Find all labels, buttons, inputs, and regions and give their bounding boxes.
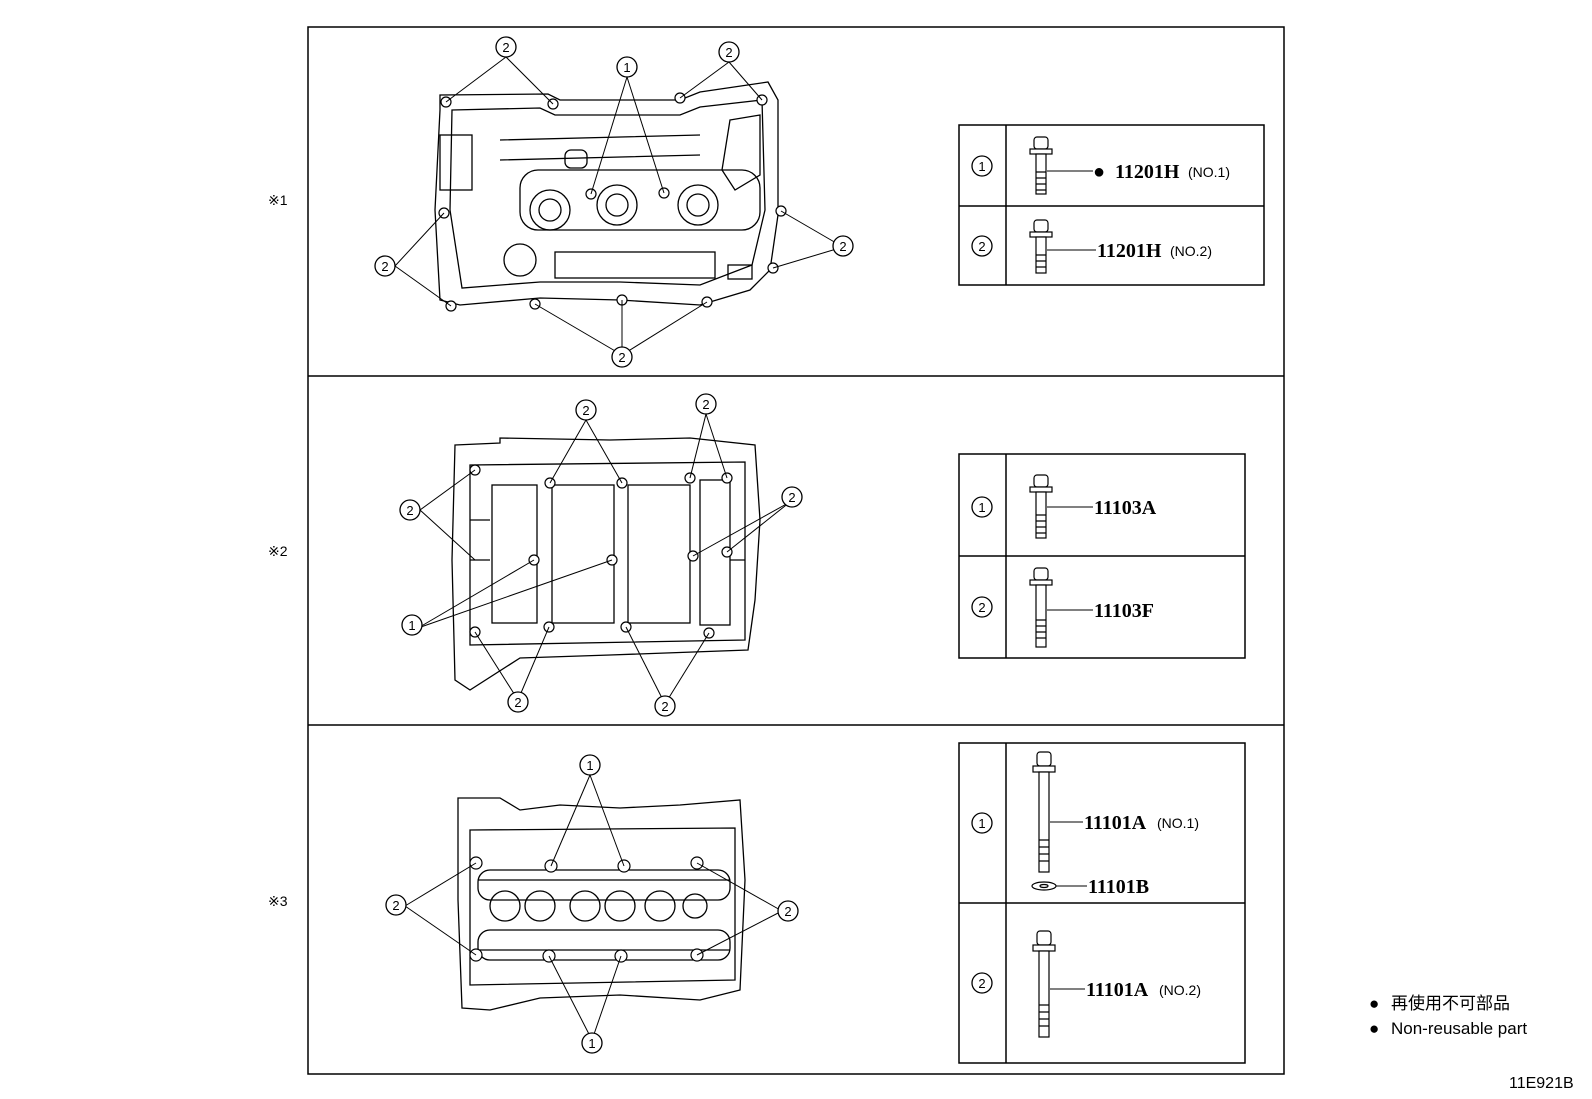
washer-icon — [1031, 881, 1057, 891]
callout-label: 2 — [784, 904, 791, 919]
row-callout: 1 — [978, 816, 985, 831]
cylinder-head-drawing — [457, 797, 746, 1011]
head-bolt-icon — [1032, 930, 1056, 1038]
flange-bolt-icon — [1029, 219, 1053, 274]
callout-label: 2 — [502, 40, 509, 55]
row-callout: 1 — [978, 159, 985, 174]
callout-label: 2 — [839, 239, 846, 254]
callout-label: 1 — [586, 758, 593, 773]
callout-label: 2 — [514, 695, 521, 710]
washer-part-number: 11101B — [1088, 876, 1149, 898]
part-suffix: (NO.1) — [1157, 815, 1199, 831]
callout-label: 1 — [408, 618, 415, 633]
part-suffix: (NO.1) — [1188, 164, 1230, 180]
non-reusable-dot: ● — [1093, 161, 1105, 183]
part-number: 11101A — [1086, 979, 1149, 1001]
table-3-row-1: 1 11101A (NO.1) 11101B — [971, 751, 1199, 898]
callouts-3: 1 2 2 1 — [385, 754, 799, 1054]
part-number: 11101A — [1084, 812, 1147, 834]
flange-bolt-icon — [1029, 567, 1053, 648]
leaders-2 — [417, 413, 791, 705]
row-callout: 2 — [978, 976, 985, 991]
callout-label: 2 — [406, 503, 413, 518]
cylinder-block-drawing — [451, 437, 761, 691]
legend: ● 再使用不可部品 ● Non-reusable part — [1369, 993, 1527, 1038]
callout-label: 2 — [618, 350, 625, 365]
leaders-3 — [404, 774, 783, 1041]
part-number: 11103A — [1094, 497, 1157, 519]
figure-code: 11E921B — [1509, 1075, 1574, 1092]
table-1-row-1: 1 ● 11201H (NO.1) — [971, 136, 1230, 195]
cylinder-block-bolts — [469, 464, 733, 639]
cylinder-head-bolts — [469, 856, 704, 963]
table-2-row-1: 1 11103A — [971, 474, 1157, 539]
table-3-row-2: 2 11101A (NO.2) — [971, 930, 1201, 1038]
callouts-2: 2 2 2 2 1 2 2 — [399, 393, 803, 717]
table-1-row-2: 2 11201H (NO.2) — [971, 219, 1212, 274]
callout-label: 2 — [702, 397, 709, 412]
parts-table-2 — [958, 453, 1246, 659]
callout-label: 1 — [623, 60, 630, 75]
callout-label: 2 — [788, 490, 795, 505]
callout-label: 1 — [588, 1036, 595, 1051]
row-callout: 2 — [978, 600, 985, 615]
section-mark-1: ※1 — [268, 192, 288, 208]
part-number: 11201H — [1097, 240, 1162, 262]
table-2-row-2: 2 11103F — [971, 567, 1154, 648]
section-mark-2: ※2 — [268, 543, 288, 559]
part-suffix: (NO.2) — [1159, 982, 1201, 998]
parts-table-3 — [958, 742, 1246, 1064]
legend-text-en: Non-reusable part — [1391, 1019, 1527, 1038]
callout-label: 2 — [381, 259, 388, 274]
legend-symbol: ● — [1369, 994, 1379, 1013]
legend-text-jp: 再使用不可部品 — [1391, 993, 1510, 1013]
callout-label: 2 — [725, 45, 732, 60]
callout-label: 2 — [661, 699, 668, 714]
callout-label: 2 — [582, 403, 589, 418]
part-suffix: (NO.2) — [1170, 243, 1212, 259]
part-number: 11103F — [1094, 600, 1154, 622]
head-bolt-icon — [1032, 751, 1056, 873]
cam-housing-drawing — [434, 81, 779, 306]
leaders-1 — [394, 56, 844, 356]
row-callout: 2 — [978, 239, 985, 254]
section-mark-3: ※3 — [268, 893, 288, 909]
part-number: 11201H — [1115, 161, 1180, 183]
flange-bolt-icon — [1029, 474, 1053, 539]
outer-frame — [307, 26, 1285, 1075]
row-callout: 1 — [978, 500, 985, 515]
callout-label: 2 — [392, 898, 399, 913]
legend-symbol: ● — [1369, 1019, 1379, 1038]
parts-table-1 — [958, 124, 1265, 286]
flange-bolt-icon — [1029, 136, 1053, 195]
callouts-1: 2 2 1 2 2 2 — [374, 36, 854, 368]
